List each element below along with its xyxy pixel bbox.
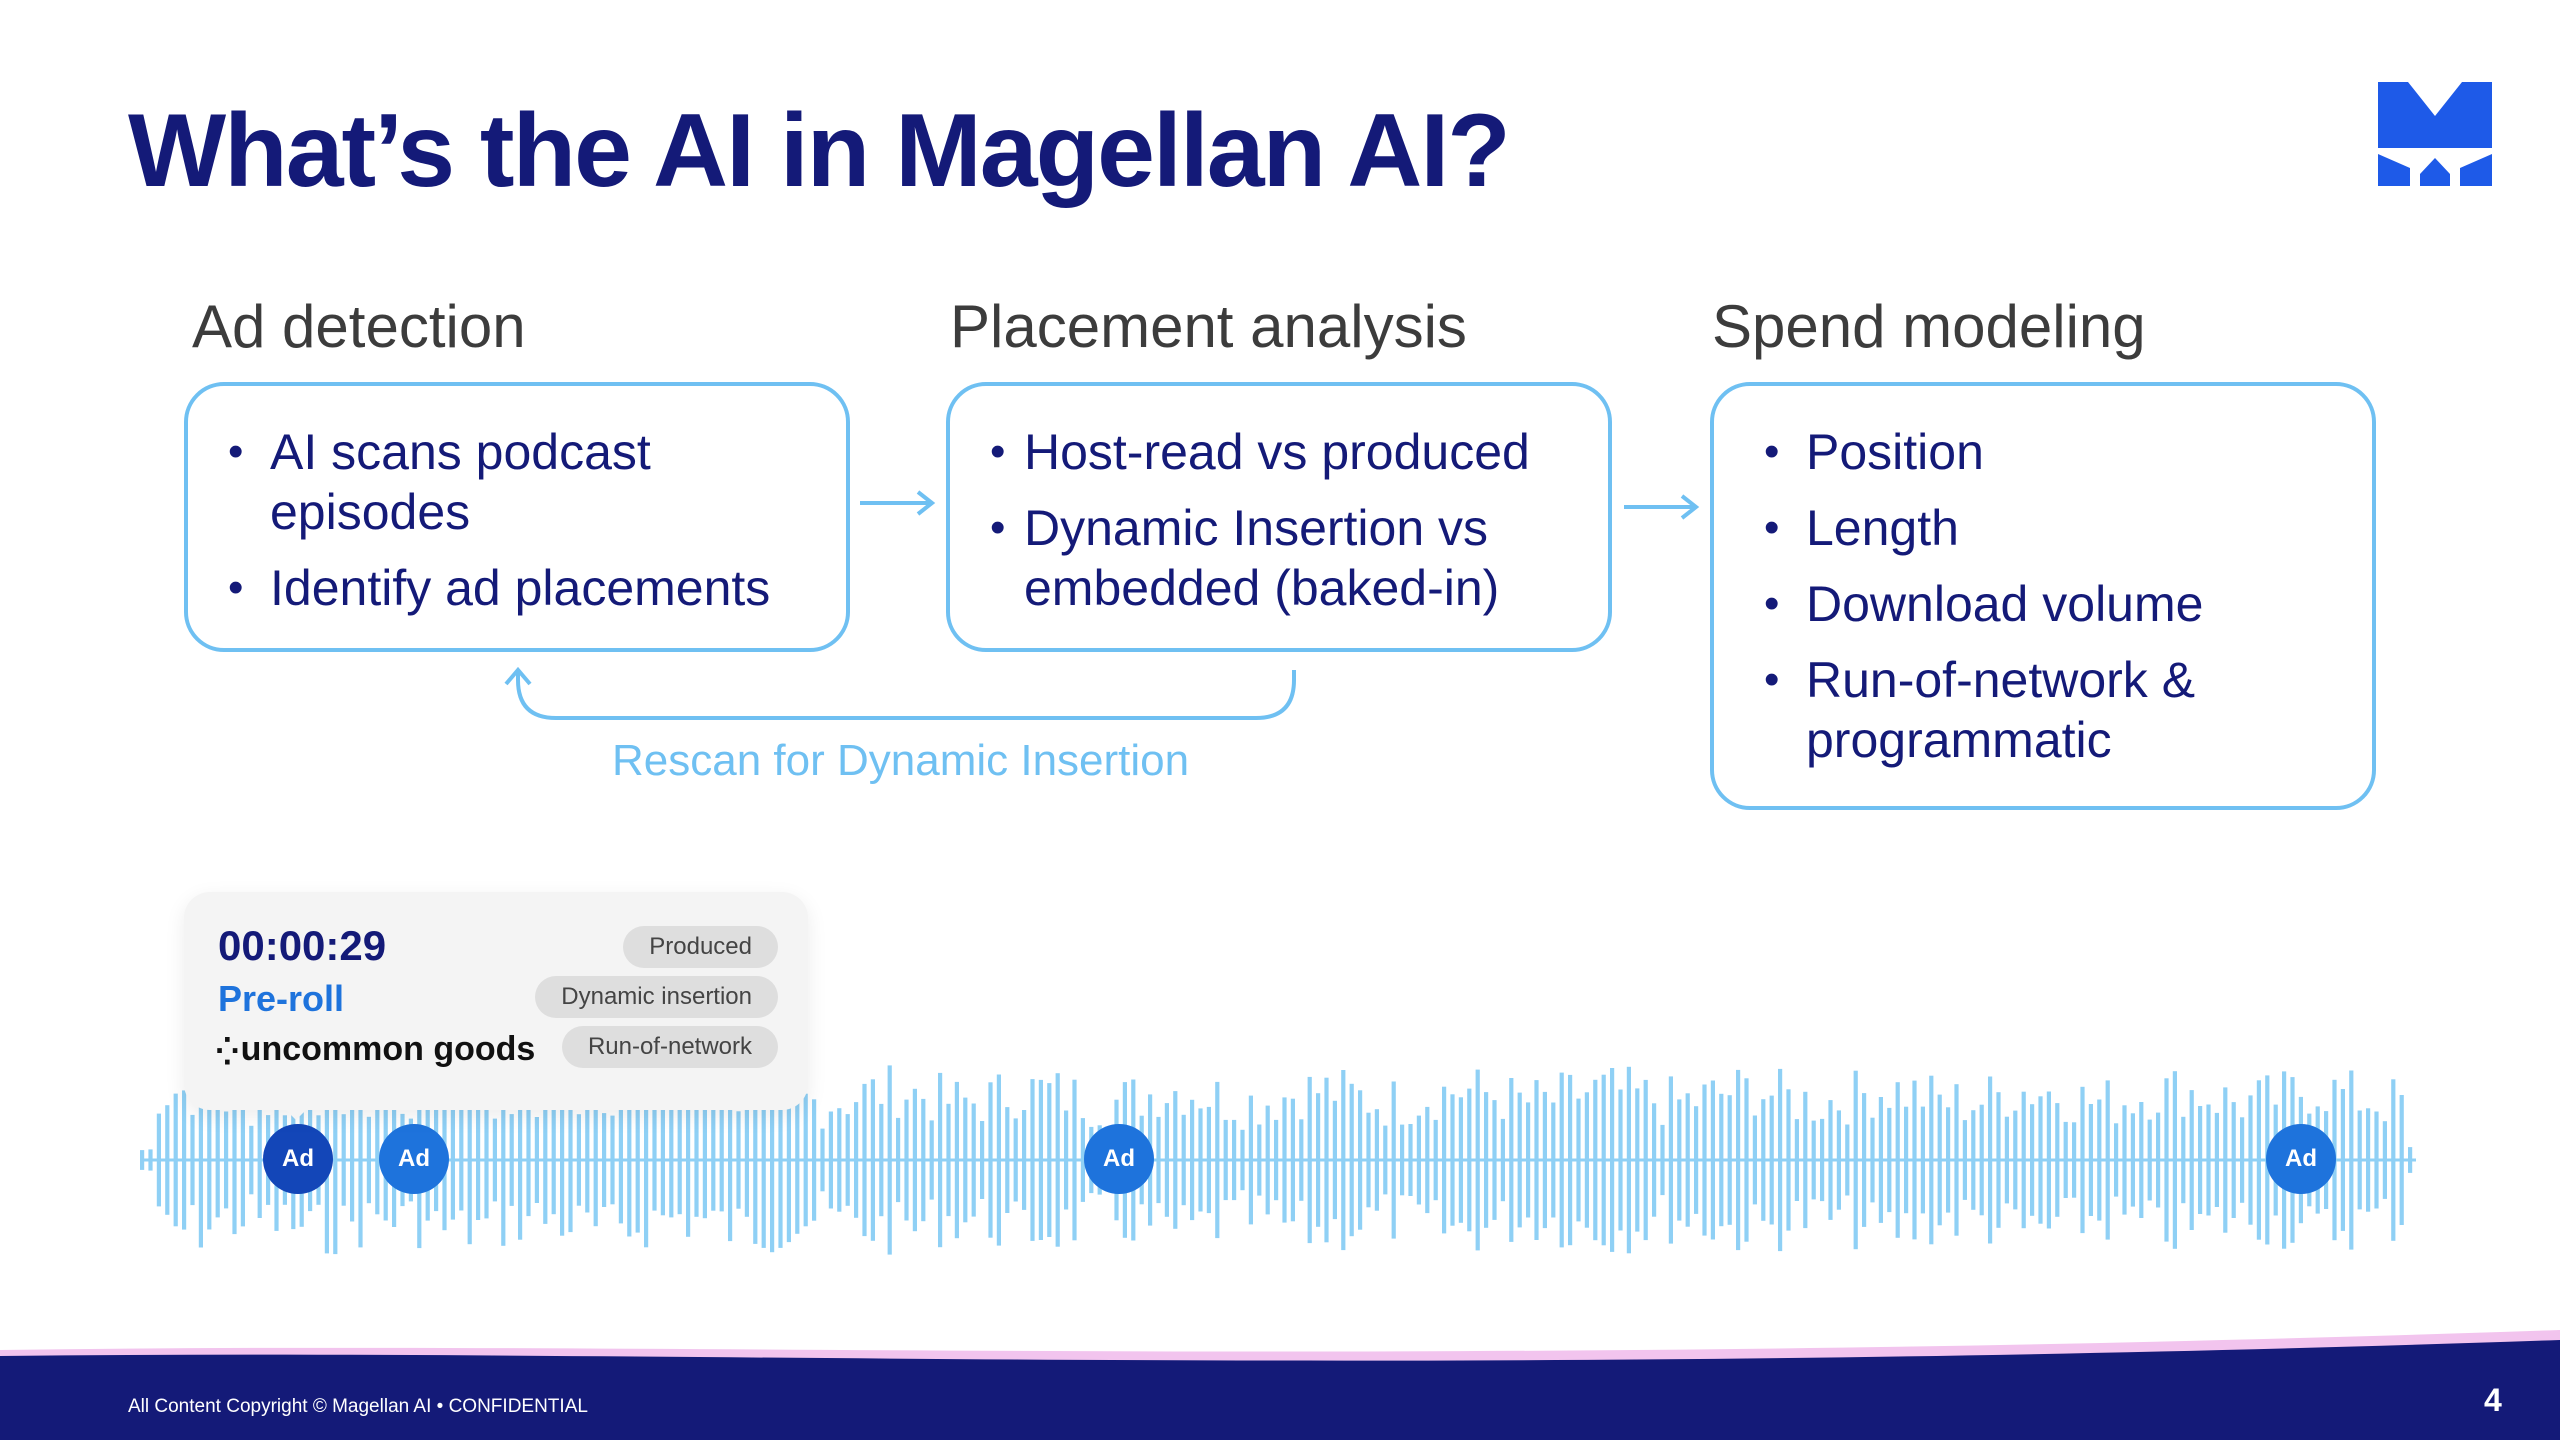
placement-analysis-box: Host-read vs produced Dynamic Insertion … xyxy=(946,382,1612,652)
ad-marker[interactable]: Ad xyxy=(2266,1124,2336,1194)
tag-badge: Dynamic insertion xyxy=(535,976,778,1018)
footer-copyright: All Content Copyright © Magellan AI • CO… xyxy=(128,1396,588,1417)
ad-marker[interactable]: Ad xyxy=(379,1124,449,1194)
list-item: Host-read vs produced xyxy=(990,422,1578,482)
list-item: Download volume xyxy=(1764,574,2336,634)
page-number: 4 xyxy=(2484,1382,2502,1418)
footer-band xyxy=(0,1330,2560,1440)
brand-name: uncommon goods xyxy=(240,1030,536,1068)
list-item: AI scans podcast episodes xyxy=(228,422,810,542)
arrow-right-icon xyxy=(860,490,936,516)
column-title-spend-modeling: Spend modeling xyxy=(1712,293,2146,360)
sparkle-icon: ⁛ xyxy=(216,1036,239,1066)
list-item: Length xyxy=(1764,498,2336,558)
popup-pointer xyxy=(280,1104,312,1120)
list-item: Position xyxy=(1764,422,2336,482)
brand-logo: ⁛uncommon goods xyxy=(216,1030,535,1069)
slide-title: What’s the AI in Magellan AI? xyxy=(128,93,1511,209)
loop-back-arrow-icon xyxy=(504,666,1296,720)
ad-marker[interactable]: Ad xyxy=(263,1124,333,1194)
ad-timestamp: 00:00:29 xyxy=(218,922,387,969)
list-item: Run-of-network & programmatic xyxy=(1764,650,2336,770)
column-title-ad-detection: Ad detection xyxy=(192,293,526,360)
magellan-m-logo-icon xyxy=(2378,82,2492,186)
ad-detail-popup: 00:00:29 Pre-roll ⁛uncommon goods Produc… xyxy=(184,892,808,1110)
arrow-right-icon xyxy=(1624,494,1700,520)
ad-detection-box: AI scans podcast episodes Identify ad pl… xyxy=(184,382,850,652)
spend-modeling-box: Position Length Download volume Run-of-n… xyxy=(1710,382,2376,810)
ad-marker[interactable]: Ad xyxy=(1084,1124,1154,1194)
tag-badge: Run-of-network xyxy=(561,1026,778,1068)
tag-badge: Produced xyxy=(623,926,778,968)
ad-position-label: Pre-roll xyxy=(218,978,345,1019)
list-item: Identify ad placements xyxy=(228,558,810,618)
rescan-label: Rescan for Dynamic Insertion xyxy=(612,736,1190,785)
column-title-placement-analysis: Placement analysis xyxy=(950,293,1467,360)
list-item: Dynamic Insertion vs embedded (baked-in) xyxy=(990,498,1578,618)
